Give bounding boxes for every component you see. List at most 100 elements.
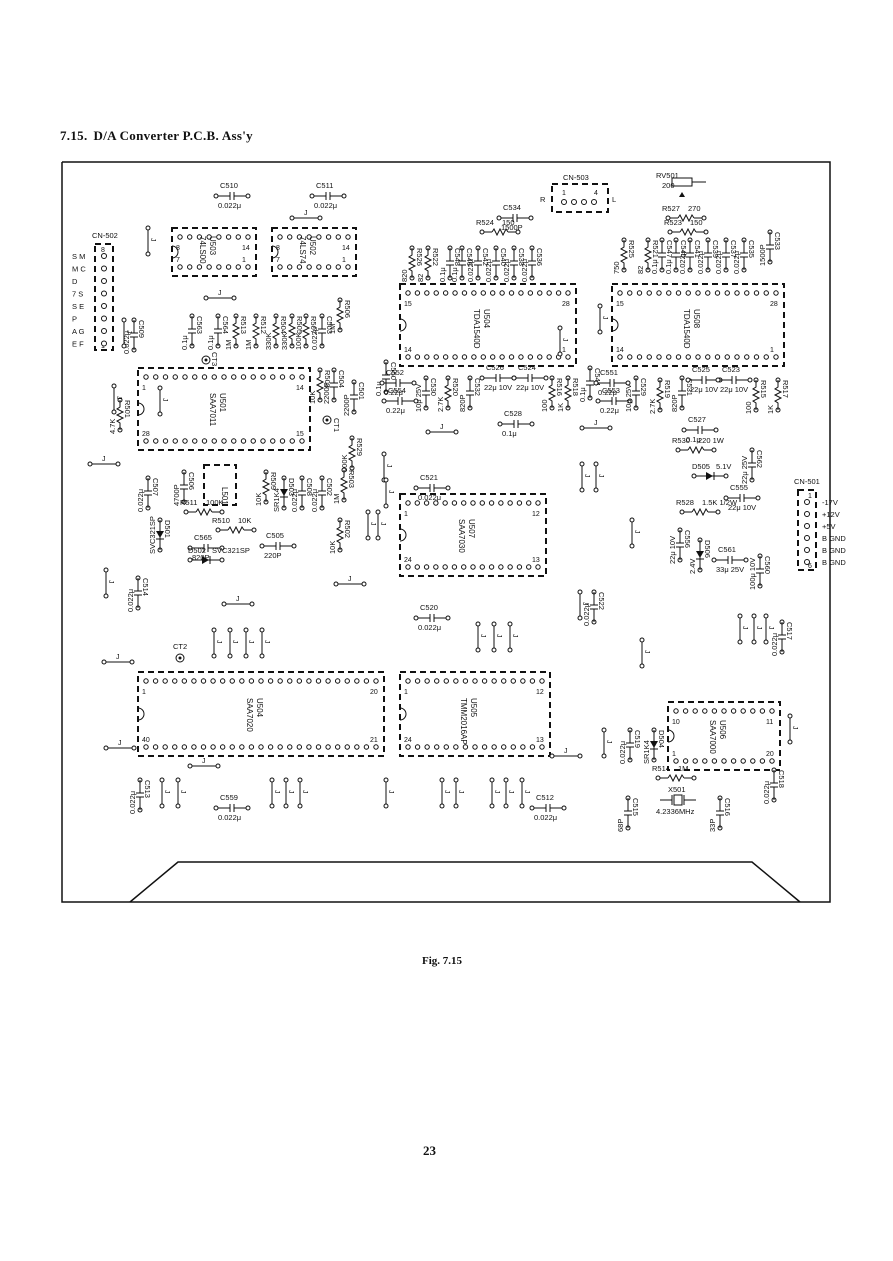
cn502-signal-label: A G	[72, 327, 85, 336]
chip-pin-number: 14	[616, 347, 624, 354]
component-value: 0.022μ	[218, 201, 241, 210]
inductor-l501: L501	[203, 464, 237, 506]
component-ref: C535	[747, 240, 756, 258]
jumper-label: J	[479, 634, 486, 638]
chip-pin-number: 13	[536, 737, 544, 744]
cn503-side-right: L	[612, 195, 616, 204]
component-value: 0.022μ	[678, 251, 687, 274]
jumper-wire: J	[503, 777, 514, 809]
cn501-name: CN-501	[794, 477, 820, 486]
chip-pin-number: 7	[176, 257, 180, 264]
jumper-label: J	[443, 790, 450, 794]
ct1-label: CT1	[332, 418, 341, 432]
component-value: 33μ 25V	[716, 565, 744, 574]
jumper-wire: J	[111, 383, 122, 415]
chip-pin-number: 8	[176, 245, 180, 252]
component-value: 2.7K	[648, 399, 657, 414]
component-ref: C556	[683, 530, 692, 548]
cn502-signal-label: S M	[72, 252, 85, 261]
cn501-signal-label: B GND	[822, 534, 846, 543]
jumper-label: J	[218, 290, 222, 297]
component-ref: X501	[668, 785, 686, 794]
cn501-signal-label: B GND	[822, 558, 846, 567]
component-ref: R513	[239, 316, 248, 334]
chip-pin-number: 12	[536, 689, 544, 696]
component-value: 0.022μ	[128, 791, 137, 814]
chip-pin-number: 14	[404, 347, 412, 354]
component-value: 82	[416, 274, 425, 282]
test-point-ct2: CT2	[173, 642, 187, 663]
chip-pin-number: 24	[404, 557, 412, 564]
component-value: 0.022μ	[136, 489, 145, 512]
component-ref: R505	[295, 316, 304, 334]
jumper-wire: J	[491, 621, 502, 653]
jumper-label: J	[161, 398, 168, 402]
component-value: 820	[400, 269, 409, 282]
component-value: 1K	[556, 403, 565, 412]
component-ref: R506	[343, 300, 352, 318]
component-ref: C512	[536, 793, 554, 802]
component-ref: C518	[777, 770, 786, 788]
cn502-signal-label: E F	[72, 340, 84, 349]
component-value: 0.022μ	[466, 259, 475, 282]
cn501-signal-label: +5V	[822, 522, 836, 531]
component-ref: C523	[722, 365, 740, 374]
component-ref: C528	[504, 409, 522, 418]
chip-part-label: TDA1540D	[472, 309, 481, 349]
chip-part-label: SAA7000	[708, 720, 717, 754]
cn503-pin-right: 4	[594, 190, 598, 197]
jumper-wire: J	[383, 477, 394, 509]
component-value: 270	[688, 204, 701, 213]
jumper-label: J	[118, 740, 122, 747]
component-value: 0.22μ	[386, 406, 405, 415]
chip-pin-number: 15	[296, 431, 304, 438]
chip-pin-number: 1	[770, 347, 774, 354]
jumper-wire: J	[187, 758, 221, 769]
component-value: 33P	[708, 819, 717, 832]
chip-pin-number: 28	[770, 301, 778, 308]
component-ref: C562	[755, 450, 764, 468]
component-ref: R511	[180, 498, 197, 507]
jumper-label: J	[149, 238, 156, 242]
component-ref: C534	[503, 203, 521, 212]
component-value: 0.1μ	[664, 259, 673, 274]
component-value: SVC321SP	[148, 516, 157, 554]
component-value: 0.022μ	[290, 489, 299, 512]
jumper-label: J	[597, 474, 604, 478]
component-ref: C513	[143, 780, 152, 798]
jumper-wire: J	[577, 589, 588, 621]
component-value: 0.022μ	[770, 633, 779, 656]
component-ref: C546	[465, 248, 474, 266]
jumper-wire: J	[475, 621, 486, 653]
jumper-wire: J	[101, 654, 135, 665]
test-point-ct3: CT3	[201, 352, 219, 366]
cn502-signal-label: 7 S	[72, 290, 83, 299]
jumper-wire: J	[365, 509, 376, 541]
cn502-signal-label: S E	[72, 302, 84, 311]
component-value: 150	[502, 218, 515, 227]
component-value: 820P	[192, 553, 210, 562]
component-ref: C539	[711, 240, 720, 258]
component-value: 4.7K	[108, 419, 117, 434]
component-value: 10K	[308, 391, 317, 404]
component-value: 1M	[244, 340, 253, 350]
component-ref: D506	[703, 540, 712, 558]
jumper-label: J	[581, 602, 588, 606]
component-value: 750	[612, 261, 621, 274]
component-value: 0.1μ	[374, 381, 383, 396]
